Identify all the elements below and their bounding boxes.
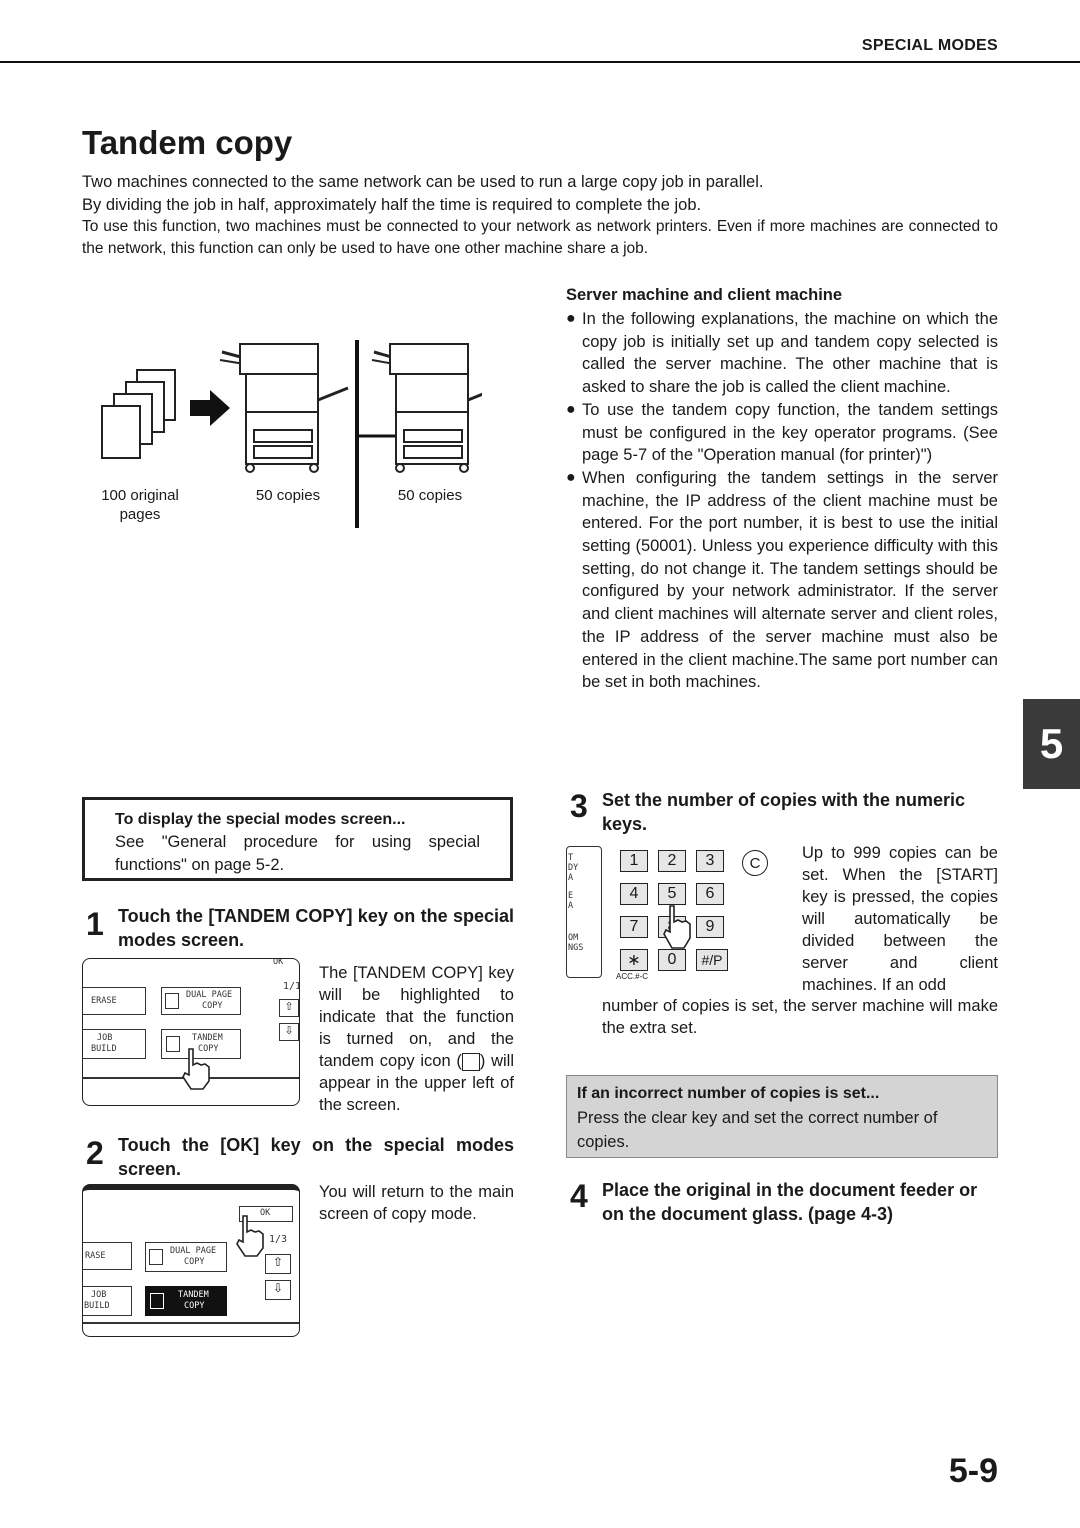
numeric-keypad: T DY A E A OM NGS 1 2 3 C 4 5 6 7 8 9 ∗ … [566,842,788,982]
note-text: See "General procedure for using special… [115,833,480,874]
dual-page-icon [165,993,179,1009]
server-client-list: In the following explanations, the machi… [566,308,998,694]
server-client-heading: Server machine and client machine [566,286,843,304]
step-2-title: Touch the [OK] key on the special modes … [118,1135,514,1179]
dual-page-copy-key[interactable]: DUAL PAGE COPY [161,987,241,1015]
incorrect-copies-note: If an incorrect number of copies is set.… [566,1075,998,1158]
key-0[interactable]: 0 [658,949,686,971]
pointing-hand-icon [663,905,691,949]
key-1[interactable]: 1 [620,850,648,872]
job-build-key[interactable]: JOB BUILD [83,1286,132,1316]
caption-machine-2: 50 copies [397,487,463,504]
intro-line-1: Two machines connected to the same netwo… [82,173,764,191]
step-3-number: 3 [570,788,588,824]
step-1-body: The [TANDEM COPY] key will be highlighte… [319,964,514,1114]
key-5[interactable]: 5 [658,883,686,905]
bullet-item: To use the tandem copy function, the tan… [566,399,998,467]
special-modes-note: To display the special modes screen... S… [82,797,513,881]
caption-machine-1: 50 copies [255,487,321,504]
scroll-down-icon[interactable]: ⇩ [265,1280,291,1300]
acc-label: ACC.#-C [616,972,649,981]
pointing-hand-icon [182,1048,210,1090]
step-2-body: You will return to the main screen of co… [319,1183,514,1223]
key-4[interactable]: 4 [620,883,648,905]
chapter-tab: 5 [1023,699,1080,789]
tandem-icon [166,1036,180,1052]
bullet-item: In the following explanations, the machi… [566,308,998,399]
arrow-icon [190,390,230,426]
key-hash-p[interactable]: #/P [696,949,728,971]
key-9[interactable]: 9 [696,916,724,938]
keypad-side-panel: T DY A E A OM NGS [566,846,602,978]
page-number: 5-9 [948,1452,998,1490]
page-title: Tandem copy [82,124,293,161]
step-1-title: Touch the [TANDEM COPY] key on the speci… [118,906,514,950]
step-4-title: Place the original in the document feede… [602,1180,978,1224]
tandem-diagram [92,330,499,530]
special-modes-screen-2: OK 1/3 RASE DUAL PAGE COPY JOB BUILD TAN… [82,1184,300,1337]
tandem-copy-key[interactable]: TANDEM COPY [161,1029,241,1059]
step-3-title: Set the number of copies with the numeri… [602,790,966,834]
screen1-ok: OK [273,958,284,967]
tandem-copy-key-highlighted[interactable]: TANDEM COPY [145,1286,227,1316]
section-label: SPECIAL MODES [861,37,998,54]
step-4-number: 4 [570,1178,588,1214]
job-build-key[interactable]: JOB BUILD [83,1029,146,1059]
scroll-down-icon[interactable]: ⇩ [279,1023,299,1041]
intro-line-2: By dividing the job in half, approximate… [82,196,702,214]
erase-key[interactable]: RASE [83,1242,132,1270]
dual-page-icon [149,1249,163,1265]
screen1-page: 1/1 [283,981,300,992]
tandem-icon [150,1293,164,1309]
note-heading: To display the special modes screen... [115,811,406,828]
gray-note-text: Press the clear key and set the correct … [577,1109,938,1151]
special-modes-screen-1: OK 1/1 ERASE DUAL PAGE COPY JOB BUILD TA… [82,958,300,1106]
erase-key[interactable]: ERASE [83,987,146,1015]
dual-page-copy-key[interactable]: DUAL PAGE COPY [145,1242,227,1272]
key-7[interactable]: 7 [620,916,648,938]
pointing-hand-icon [236,1215,264,1257]
key-asterisk[interactable]: ∗ [620,949,648,971]
scroll-up-icon[interactable]: ⇧ [279,999,299,1017]
bullet-item: When configuring the tandem settings in … [566,467,998,694]
intro-paragraph: To use this function, two machines must … [82,218,998,257]
tandem-copy-icon [461,1052,480,1071]
original-pages-icon [101,369,176,459]
step-3-body-side: Up to 999 copies can be set. When the [S… [802,844,998,994]
ok-key[interactable]: OK [239,1206,293,1222]
caption-originals-1: 100 original [101,487,179,504]
copier-1-icon [219,343,349,473]
caption-originals-2: pages [119,506,161,523]
step-2-number: 2 [86,1135,104,1171]
tandem-illustration [101,340,499,528]
step-1-number: 1 [86,906,104,942]
header-rule [0,61,1080,63]
screen2-page: 1/3 [269,1234,288,1245]
gray-note-heading: If an incorrect number of copies is set.… [577,1085,880,1102]
key-3[interactable]: 3 [696,850,724,872]
copier-2-icon [371,343,499,473]
key-2[interactable]: 2 [658,850,686,872]
scroll-up-icon[interactable]: ⇧ [265,1254,291,1274]
clear-key[interactable]: C [742,850,768,876]
step-3-body-below: number of copies is set, the server mach… [602,997,998,1037]
key-6[interactable]: 6 [696,883,724,905]
